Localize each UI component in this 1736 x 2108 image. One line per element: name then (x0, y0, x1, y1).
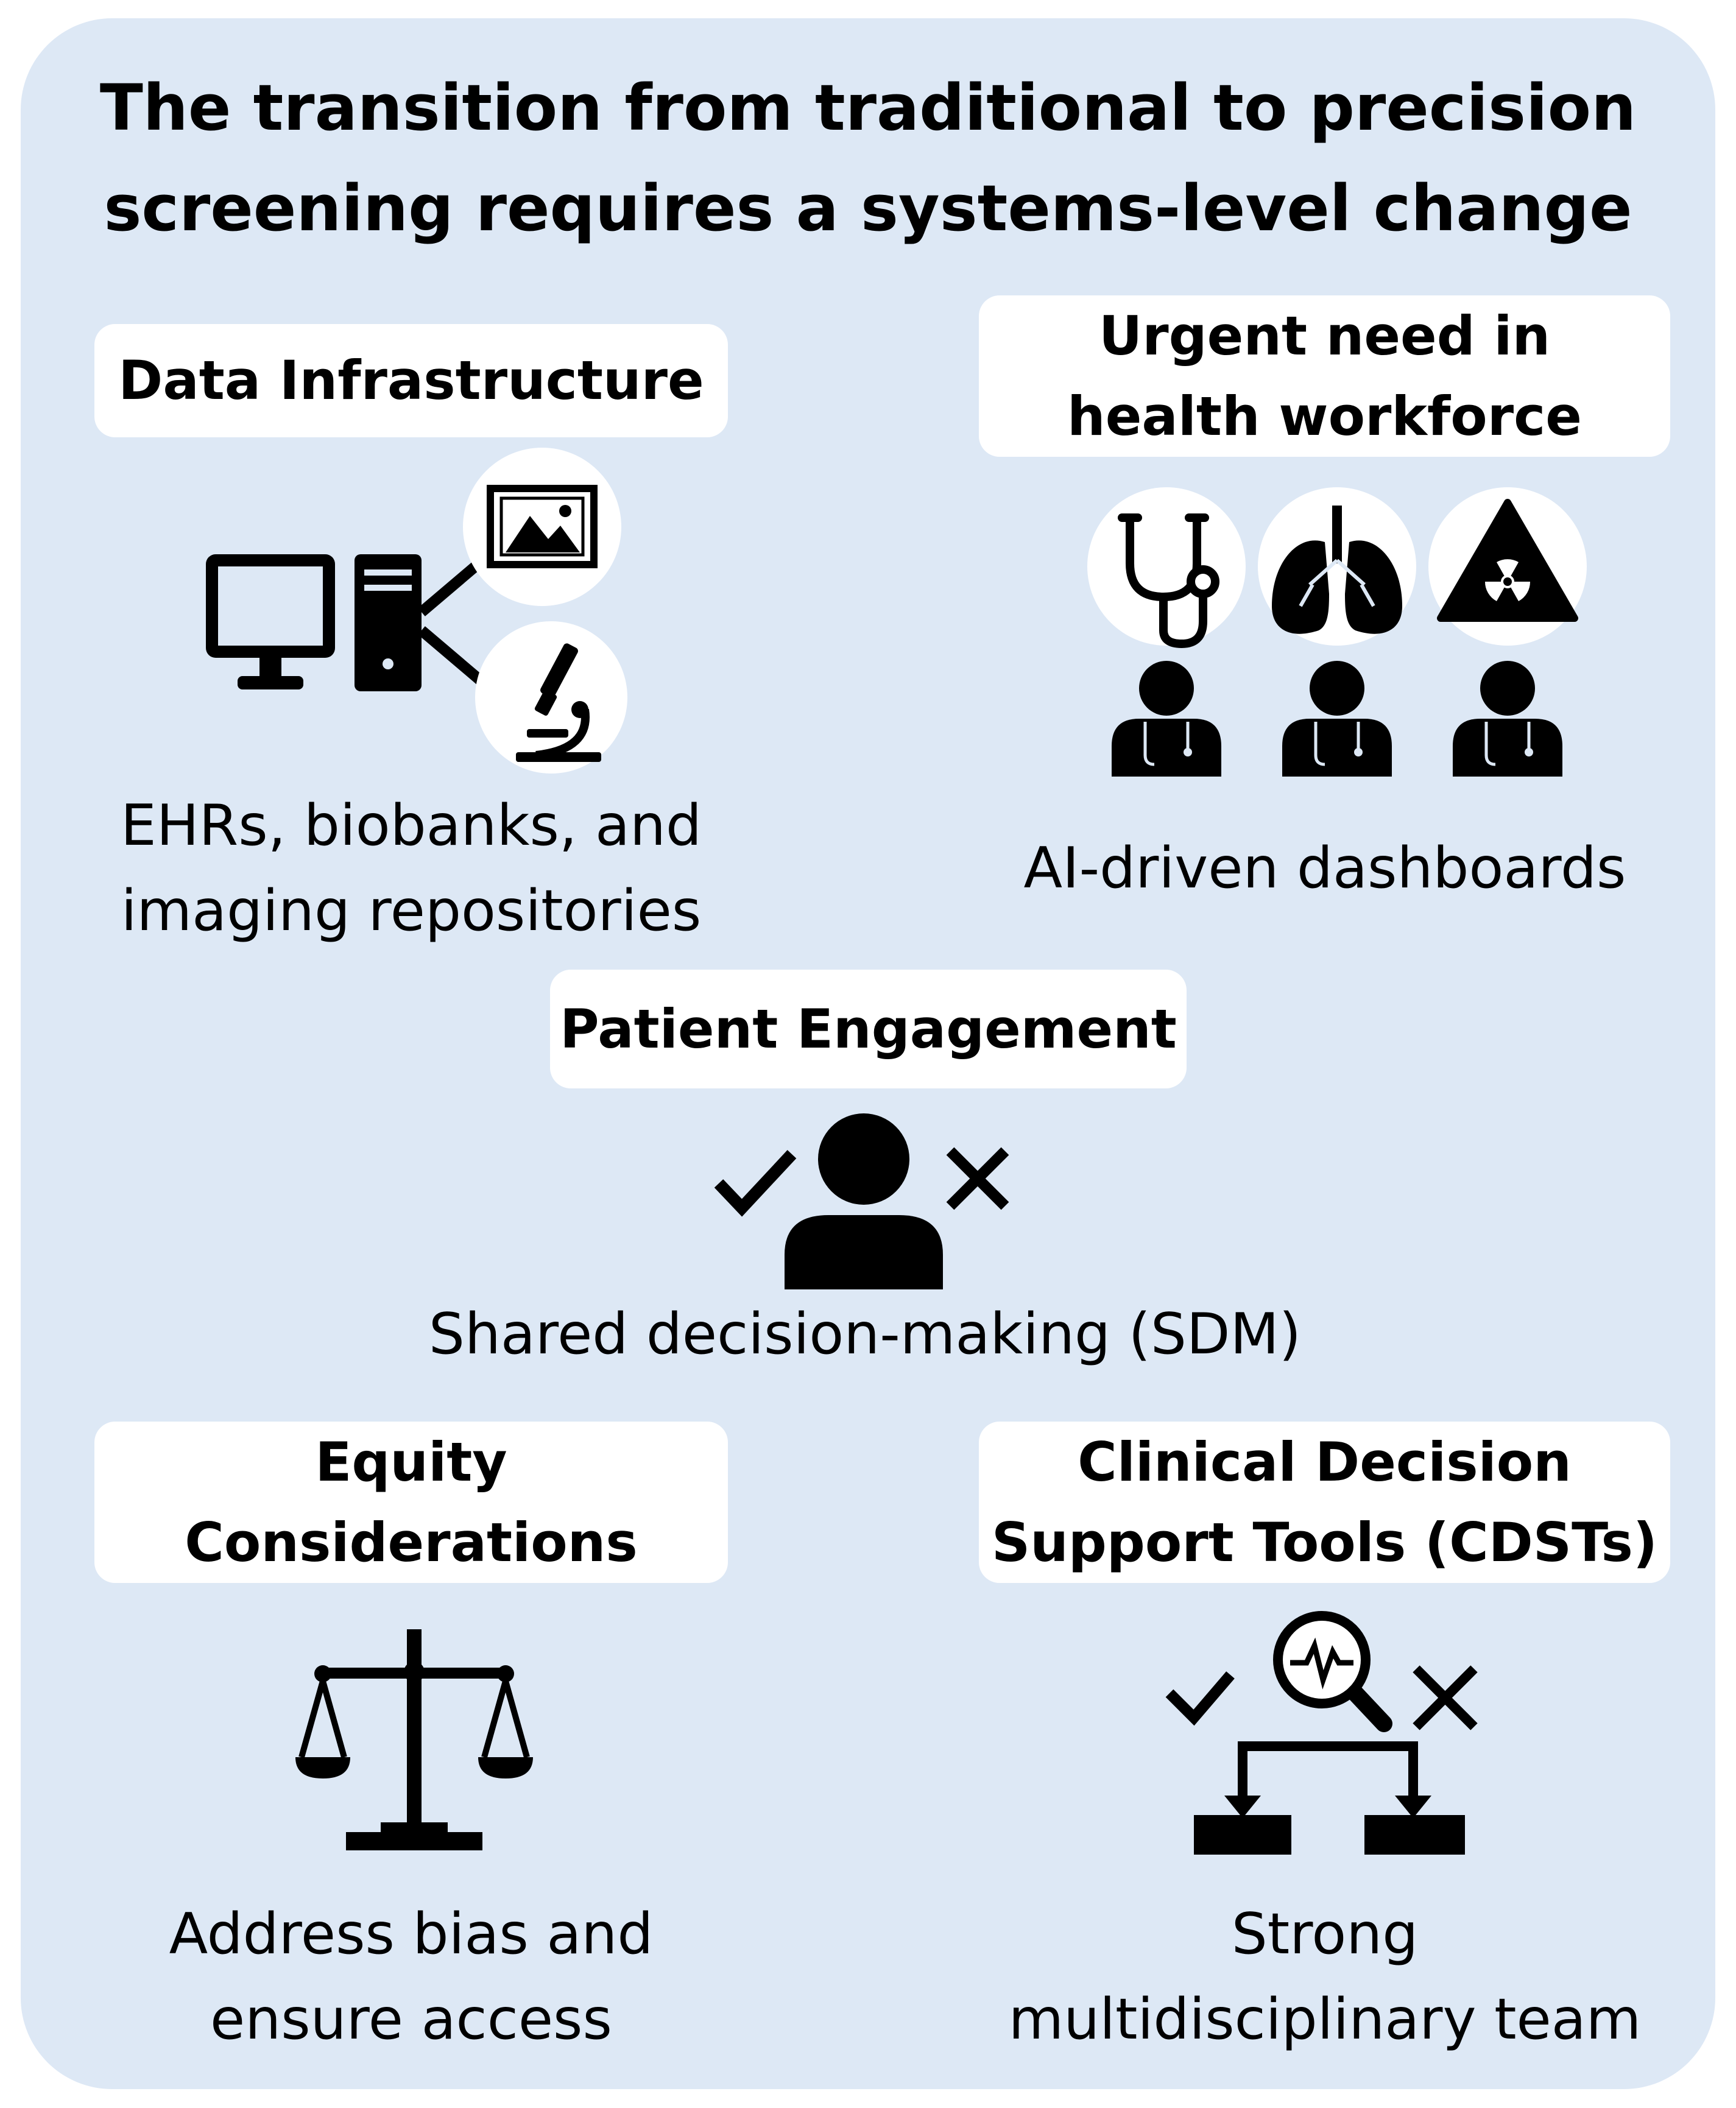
patient-engagement-caption: Shared decision-making (SDM) (428, 1301, 1302, 1367)
decision-tree-icon (1194, 1741, 1465, 1855)
computer-monitor-icon (206, 554, 335, 689)
data-infrastructure-illustration (206, 448, 627, 774)
data-infrastructure-heading: Data Infrastructure (94, 324, 728, 437)
cdst-caption-line2: multidisciplinary team (1008, 1986, 1642, 2052)
equity-caption: Address bias and ensure access (79, 1891, 743, 2062)
workforce-heading-line1: Urgent need in (1098, 304, 1551, 367)
equity-illustration (295, 1629, 533, 1850)
patient-engagement-heading: Patient Engagement (550, 970, 1187, 1088)
cdst-heading-line1: Clinical Decision (1078, 1430, 1572, 1493)
cdst-heading: Clinical Decision Support Tools (CDSTs) (979, 1422, 1670, 1583)
image-icon (487, 485, 598, 568)
page-title: The transition from traditional to preci… (99, 71, 1637, 245)
workforce-illustration (1087, 487, 1587, 777)
patient-engagement-illustration (714, 1113, 1009, 1289)
cdst-caption: Strong multidisciplinary team (975, 1891, 1675, 2062)
equity-caption-line1: Address bias and (169, 1901, 654, 1967)
workforce-heading: Urgent need in health workforce (979, 295, 1670, 457)
cdst-heading-line2: Support Tools (CDSTs) (991, 1510, 1658, 1574)
doctor-icon (1282, 661, 1392, 777)
data-infrastructure-heading-text: Data Infrastructure (118, 349, 704, 412)
microscope-icon (516, 643, 601, 762)
cross-icon (946, 1147, 1009, 1210)
scales-icon (295, 1629, 533, 1850)
data-infrastructure-caption-line1: EHRs, biobanks, and (120, 792, 702, 858)
workforce-caption: AI-driven dashboards (1023, 835, 1626, 901)
computer-tower-icon (355, 554, 422, 691)
check-icon (714, 1150, 797, 1217)
cdst-caption-line1: Strong (1231, 1901, 1419, 1967)
check-icon (1165, 1671, 1235, 1726)
cdst-illustration (1165, 1611, 1478, 1855)
workforce-heading-line2: health workforce (1067, 384, 1582, 448)
equity-heading: Equity Considerations (94, 1422, 728, 1583)
magnifier-pulse-icon (1273, 1611, 1392, 1732)
data-infrastructure-caption: EHRs, biobanks, and imaging repositories (79, 783, 743, 953)
doctor-icon (1453, 661, 1562, 777)
cross-icon (1413, 1665, 1478, 1730)
doctor-icon (1112, 661, 1221, 777)
equity-heading-line2: Considerations (185, 1510, 638, 1574)
person-icon (785, 1113, 943, 1289)
lungs-icon (1272, 506, 1402, 634)
equity-caption-line2: ensure access (210, 1986, 612, 2052)
data-infrastructure-caption-line2: imaging repositories (121, 878, 702, 943)
equity-heading-line1: Equity (315, 1430, 507, 1493)
radiation-icon (1437, 499, 1578, 622)
stethoscope-icon (1118, 513, 1219, 649)
patient-engagement-heading-text: Patient Engagement (560, 997, 1177, 1060)
